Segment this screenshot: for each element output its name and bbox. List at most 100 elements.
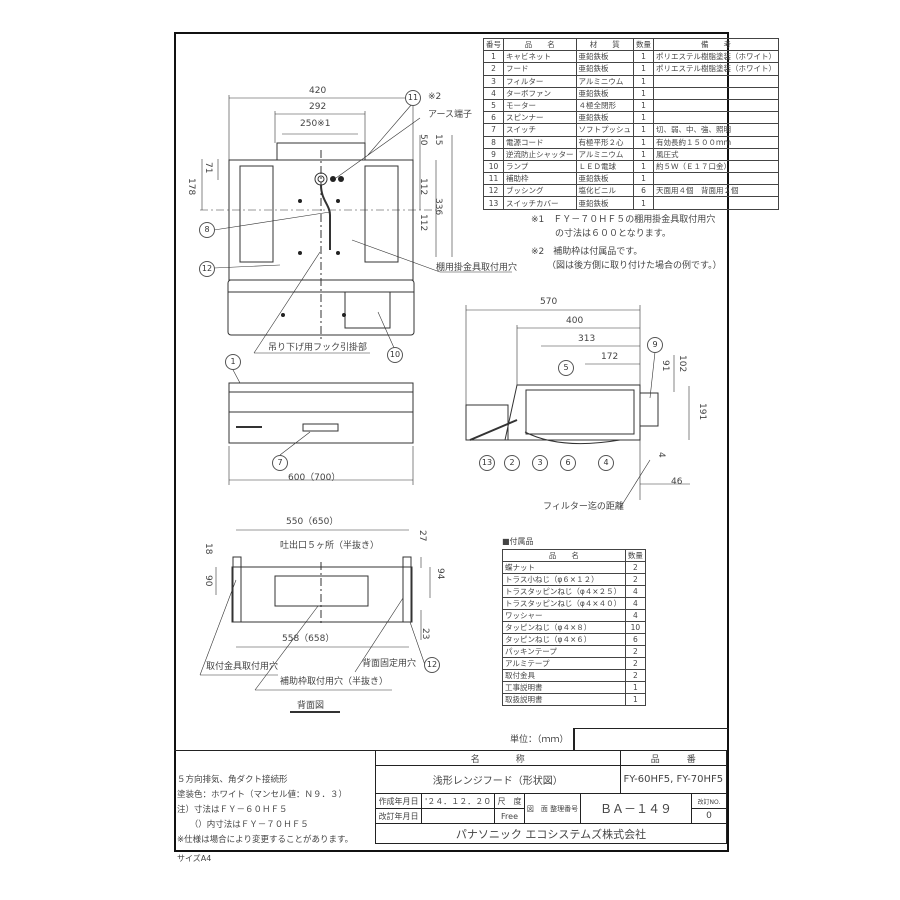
callout-13: 13 xyxy=(479,455,495,471)
parts-header-cell: 品 名 xyxy=(503,37,577,52)
dim-336: 336 xyxy=(433,198,443,216)
table-cell: スイッチ xyxy=(503,123,577,137)
table-cell xyxy=(653,196,779,210)
table-cell: 1 xyxy=(633,196,654,210)
table-cell: 逆流防止シャッター xyxy=(503,147,577,161)
table-cell: トラス小ねじ（φ６×１２） xyxy=(502,573,626,586)
product-name: 浅形レンジフード（形状図） xyxy=(375,765,621,794)
table-cell: 1 xyxy=(633,86,654,100)
outlets-label: 吐出口５ヶ所（半抜き） xyxy=(280,541,380,551)
dim-292: 292 xyxy=(309,102,327,112)
table-cell: ＬＥＤ電球 xyxy=(575,159,634,174)
table-row: トラス小ねじ（φ６×１２）2 xyxy=(502,573,647,586)
revised-date xyxy=(421,808,496,824)
table-cell: 2 xyxy=(624,657,647,670)
unit-label: 単位：（ｍｍ） xyxy=(510,735,569,745)
footnote-1a: ※1 ＦＹ－７０ＨＦ５の棚用掛金具取付用穴 xyxy=(531,215,716,225)
accessories-heading: ■付属品 xyxy=(502,537,534,546)
table-cell: アルミニウム xyxy=(575,74,634,88)
dim-71: 71 xyxy=(203,162,213,174)
table-cell: 亜鉛鉄板 xyxy=(575,196,634,210)
note-line: ５方向排気、角ダクト接続形 xyxy=(177,775,288,785)
table-cell: ターボファン xyxy=(503,86,577,100)
callout-7: 7 xyxy=(272,455,288,471)
paper-size: サイズA4 xyxy=(177,854,212,863)
callout-4: 4 xyxy=(598,455,614,471)
note-line: （）内寸法はＦＹ－７０ＨＦ５ xyxy=(177,820,309,830)
table-cell: アルミニウム xyxy=(575,147,634,161)
notes-divider xyxy=(174,750,375,752)
table-cell: 6 xyxy=(483,111,504,125)
parts-header-cell: 数量 xyxy=(633,37,654,52)
top-view xyxy=(200,95,453,340)
dim-400: 400 xyxy=(566,316,584,326)
revised-label: 改訂年月日 xyxy=(374,808,423,824)
note-line: 塗装色：ホワイト（マンセル値：Ｎ９．３） xyxy=(177,790,348,800)
table-cell: タッピンねじ（φ４×６） xyxy=(502,633,626,646)
created-date: '２４．１２．２０ xyxy=(421,793,496,809)
table-cell: 8 xyxy=(483,135,504,149)
dim-94: 94 xyxy=(435,568,445,580)
table-cell: 10 xyxy=(483,159,504,174)
dim-172: 172 xyxy=(601,352,619,362)
table-row: タッピンねじ（φ４×８）10 xyxy=(502,621,647,634)
table-cell: 風圧式 xyxy=(653,147,779,161)
table-cell: 3 xyxy=(483,74,504,88)
company-name: パナソニック エコシステムズ株式会社 xyxy=(375,823,727,844)
table-cell: タッピンねじ（φ４×８） xyxy=(502,621,626,634)
callout-5: 5 xyxy=(558,360,574,376)
callout-2: 2 xyxy=(504,455,520,471)
table-cell: 1 xyxy=(633,123,654,137)
table-cell: 塩化ビニル xyxy=(575,184,634,198)
callout-10: 10 xyxy=(387,347,403,363)
dim-112a: 112 xyxy=(418,178,428,196)
table-cell: 11 xyxy=(483,172,504,186)
fix-holes-label: 背面固定用穴 xyxy=(362,659,417,669)
table-cell: スイッチカバー xyxy=(503,196,577,210)
dim-width-420: 420 xyxy=(309,86,327,96)
bracket-holes-label: 取付金具取付用穴 xyxy=(206,662,279,672)
side-view xyxy=(465,305,690,500)
footnote-2b: （図は後方側に取り付けた場合の例です。） xyxy=(547,261,722,271)
table-row: タッピンねじ（φ４×６）6 xyxy=(502,633,647,646)
table-cell: 1 xyxy=(633,98,654,113)
callout-6: 6 xyxy=(560,455,576,471)
table-cell xyxy=(653,86,779,100)
dim-90: 90 xyxy=(203,575,213,587)
dim-102: 102 xyxy=(677,355,687,373)
table-cell xyxy=(653,111,779,125)
table-cell: 1 xyxy=(633,147,654,161)
callout-11: 11 xyxy=(405,90,421,106)
frame-holes-label: 補助枠取付用穴（半抜き） xyxy=(280,677,389,687)
dim-23: 23 xyxy=(420,628,430,640)
table-cell: 4 xyxy=(624,585,647,598)
table-cell: 5 xyxy=(483,98,504,113)
table-cell: 1 xyxy=(633,62,654,76)
dim-50: 50 xyxy=(418,134,428,146)
table-cell: 1 xyxy=(633,74,654,88)
title-block: 名 称品 番 浅形レンジフード（形状図）FY-60HF5, FY-70HF5 作… xyxy=(374,750,728,844)
table-cell: ブッシング xyxy=(503,184,577,198)
table-cell: 取付金具 xyxy=(502,669,626,682)
table-cell: ポリエステル樹脂塗装（ホワイト） xyxy=(653,50,779,64)
sheet-frame xyxy=(174,32,729,852)
table-cell: 6 xyxy=(624,633,647,646)
table-cell: 12 xyxy=(483,184,504,198)
back-view xyxy=(215,529,431,713)
